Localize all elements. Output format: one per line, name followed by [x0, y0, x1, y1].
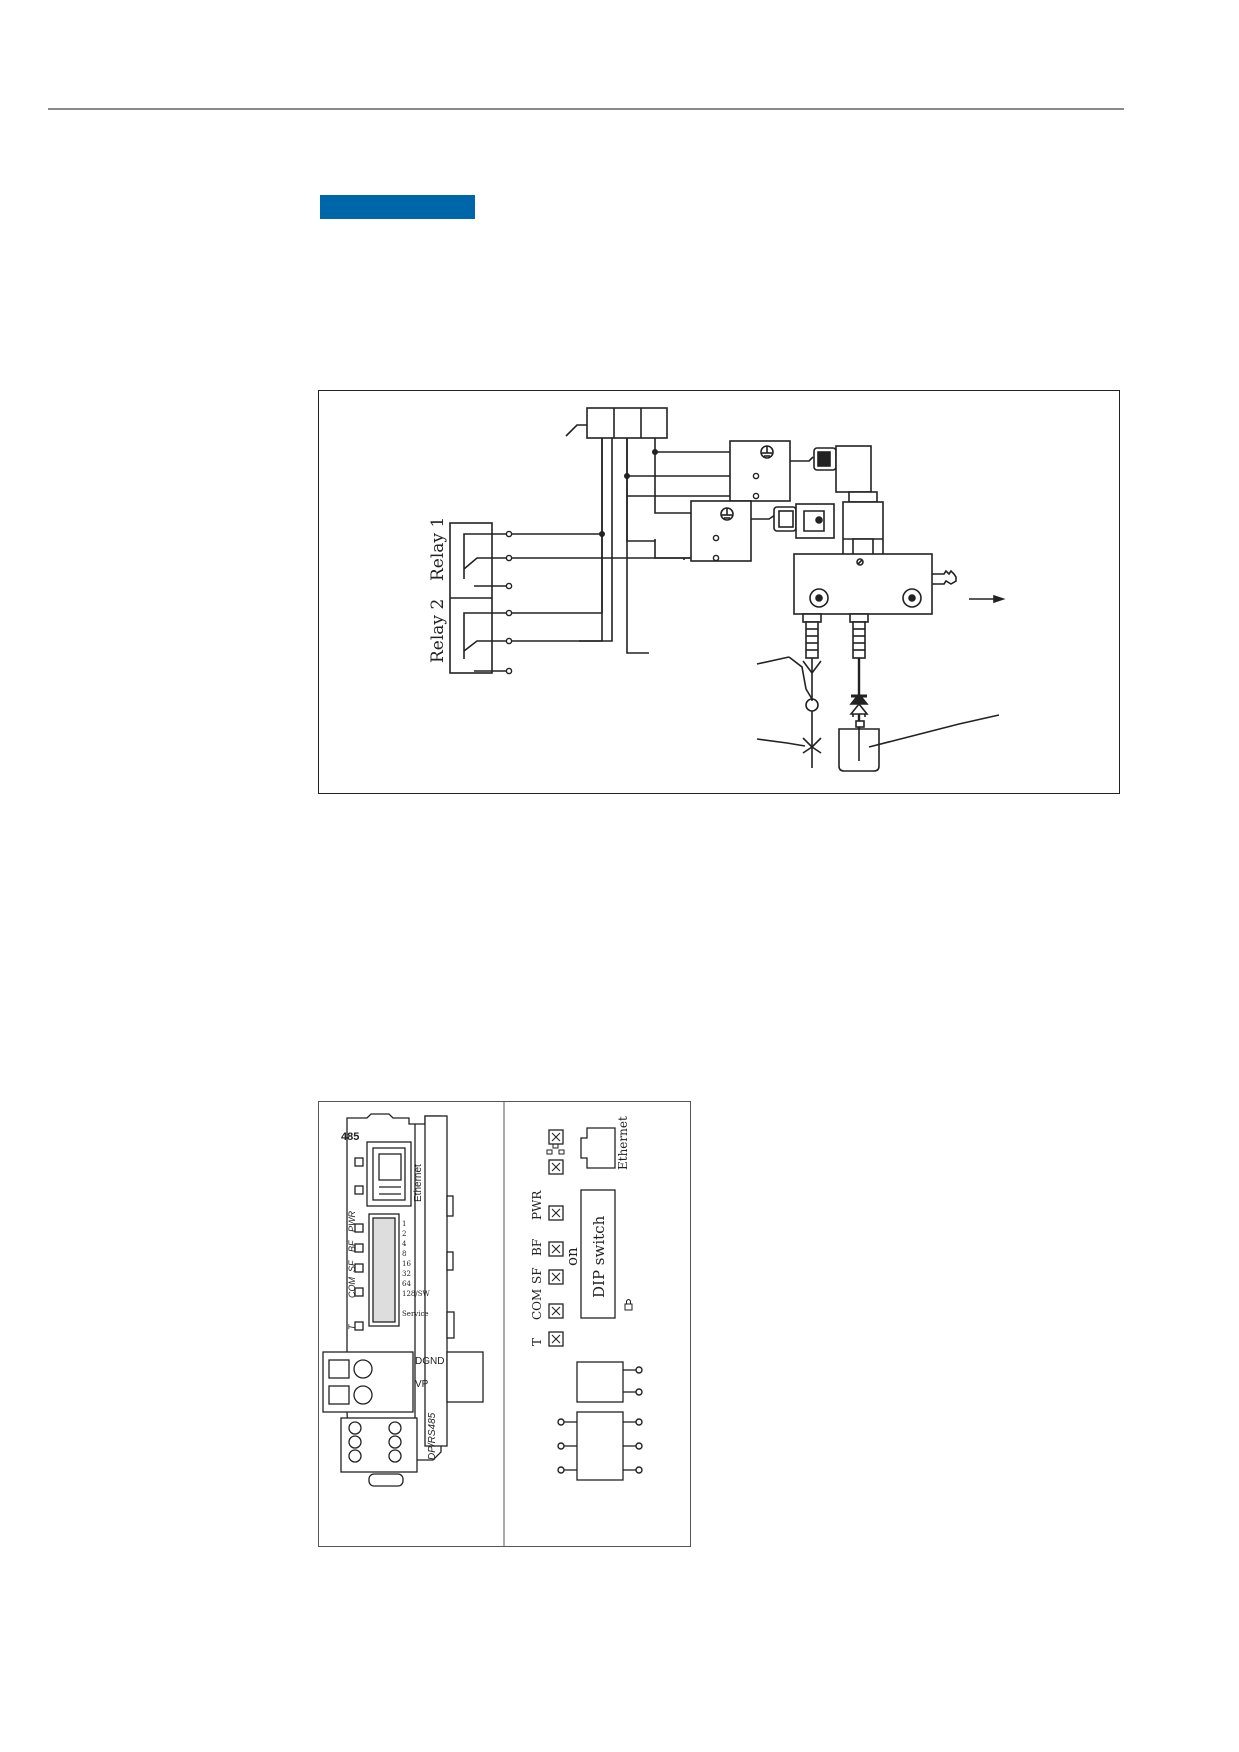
dip-value: 8 — [402, 1250, 406, 1258]
device-model-label: 485 — [341, 1131, 359, 1143]
dip-value: 2 — [402, 1230, 406, 1238]
schematic-dip-label: DIP switch — [590, 1215, 608, 1298]
device-dip-values: 1 2 4 8 16 32 64 128/SW Service — [402, 1220, 431, 1318]
device-led-sf: SF — [347, 1260, 357, 1272]
header-rule — [48, 108, 1124, 110]
terminal-block — [586, 407, 668, 439]
dip-value: 1 — [402, 1220, 406, 1228]
module-device — [322, 1113, 484, 1487]
section-heading-bar — [320, 195, 475, 219]
device-led-bf: BF — [347, 1240, 357, 1252]
module-figure: 485 Ethernet PWR BF SF COM T 1 2 4 8 16 … — [318, 1101, 691, 1547]
network-icon — [546, 1149, 553, 1155]
device-led-t: T — [347, 1323, 357, 1330]
device-led-pwr: PWR — [347, 1211, 357, 1232]
device-bus-label: DP/RS485 — [427, 1412, 438, 1460]
plug-upper — [729, 440, 791, 502]
schematic-led-t: T — [530, 1338, 544, 1346]
schematic-led-sf: SF — [530, 1267, 544, 1284]
relay2-label: Relay 2 — [428, 599, 448, 663]
dip-value: 4 — [402, 1240, 407, 1248]
schematic-led-bf: BF — [530, 1239, 544, 1256]
device-ethernet-label: Ethernet — [413, 1164, 424, 1202]
dip-value: 128/SW — [402, 1290, 431, 1298]
relay1-label: Relay 1 — [428, 517, 448, 581]
wiring-diagram: Relay 1 Relay 2 — [428, 407, 1006, 772]
schematic-on-label: on — [563, 1247, 581, 1266]
module-diagram: 485 Ethernet PWR BF SF COM T 1 2 4 8 16 … — [322, 1102, 643, 1546]
lock-icon — [624, 1303, 633, 1311]
device-vp-label: VP — [415, 1379, 429, 1390]
dip-value: Service — [402, 1310, 429, 1318]
wiring-diagram-figure: Relay 1 Relay 2 — [318, 390, 1120, 794]
device-dgnd-label: DGND — [415, 1356, 444, 1367]
schematic-led-pwr: PWR — [530, 1190, 544, 1220]
plug-lower — [690, 500, 752, 562]
schematic-ethernet-label: Ethernet — [616, 1116, 630, 1170]
schematic-led-com: COM — [530, 1289, 544, 1320]
dip-value: 64 — [402, 1280, 411, 1288]
dip-value: 32 — [402, 1270, 411, 1278]
device-led-com: COM — [347, 1277, 357, 1299]
dip-value: 16 — [402, 1260, 411, 1268]
module-schematic — [548, 1127, 637, 1481]
